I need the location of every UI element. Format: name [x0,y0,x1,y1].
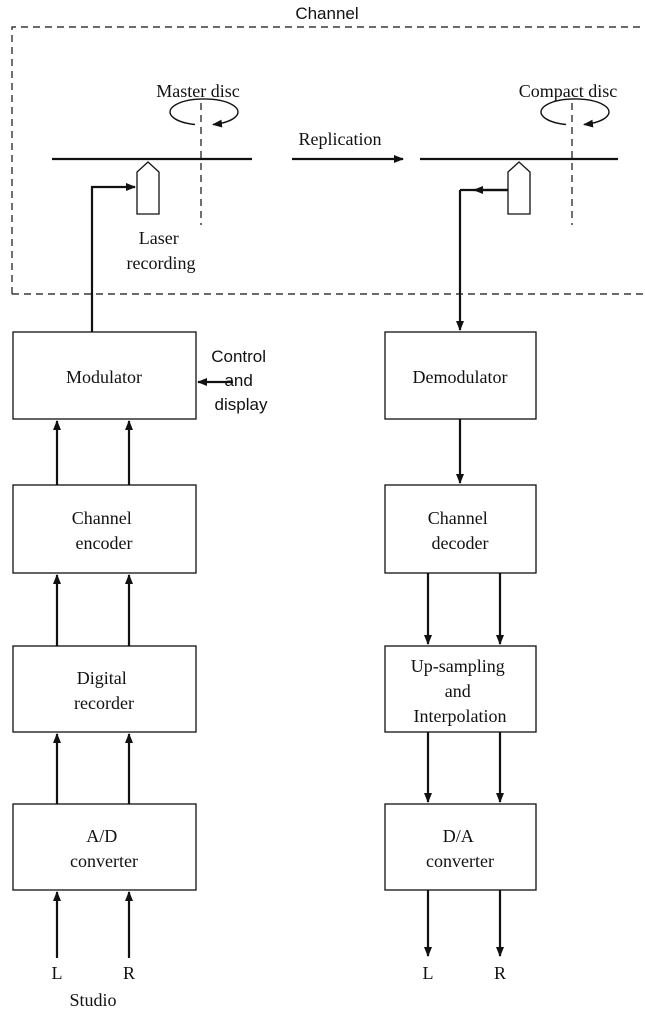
rotation-arrow-icon [169,98,239,128]
modulator-box [12,331,197,420]
channel-decoder-label: Channel decoder [428,508,493,553]
demodulator-label: Demodulator [413,367,508,387]
channel-encoder-box [12,484,197,574]
compact-disc-label: Compact disc [519,81,617,101]
ad-converter-label: A/D converter [70,826,138,871]
modulator-to-laser-line [90,183,136,332]
upsampling-box [384,645,537,733]
master-disc-label: Master disc [156,81,239,101]
digital-recorder-box [12,645,197,733]
input-left-label: L [52,963,63,983]
modulator-label: Modulator [66,367,142,387]
input-right-label: R [123,963,135,983]
rotation-arrow-icon [540,98,610,128]
master-disc [52,98,252,225]
digital-recorder-label: Digital recorder [74,668,134,713]
pickup-head-icon [507,161,531,215]
upsampling-label: Up-sampling and Interpolation [411,656,510,726]
channel-label: Channel [295,4,358,23]
ad-converter-box [12,803,197,891]
control-display-label: Control and display [211,347,271,414]
output-right-label: R [494,963,506,983]
laser-head-icon [136,161,160,215]
channel-boundary [11,26,645,295]
studio-label: Studio [69,990,116,1010]
output-left-label: L [423,963,434,983]
replication-label: Replication [299,129,382,149]
compact-disc [420,98,618,225]
channel-decoder-box [384,484,537,574]
da-converter-label: D/A converter [426,826,494,871]
da-converter-box [384,803,537,891]
channel-encoder-label: Channel encoder [72,508,137,553]
laser-recording-label: Laser recording [127,228,196,273]
